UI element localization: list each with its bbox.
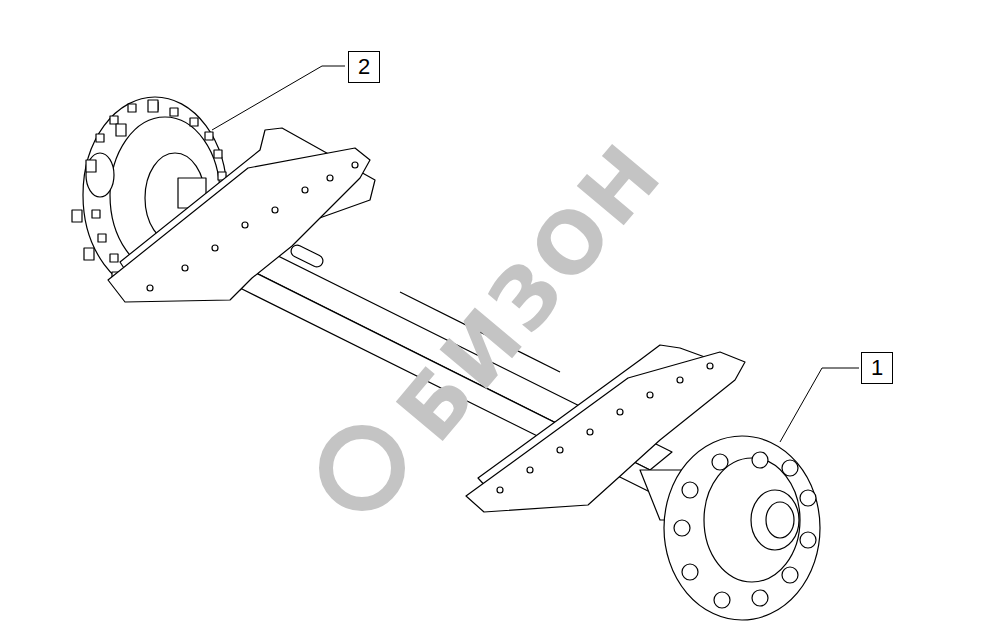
bracket-plate xyxy=(108,148,370,302)
callout-number: 2 xyxy=(358,56,370,78)
callout-box: 2 xyxy=(348,51,380,83)
callout-box: 1 xyxy=(861,352,893,384)
leader-line xyxy=(780,368,859,442)
hub-right xyxy=(664,436,820,620)
callout-number: 1 xyxy=(871,357,883,379)
leader-line xyxy=(212,66,345,130)
watermark-logo xyxy=(326,432,398,504)
